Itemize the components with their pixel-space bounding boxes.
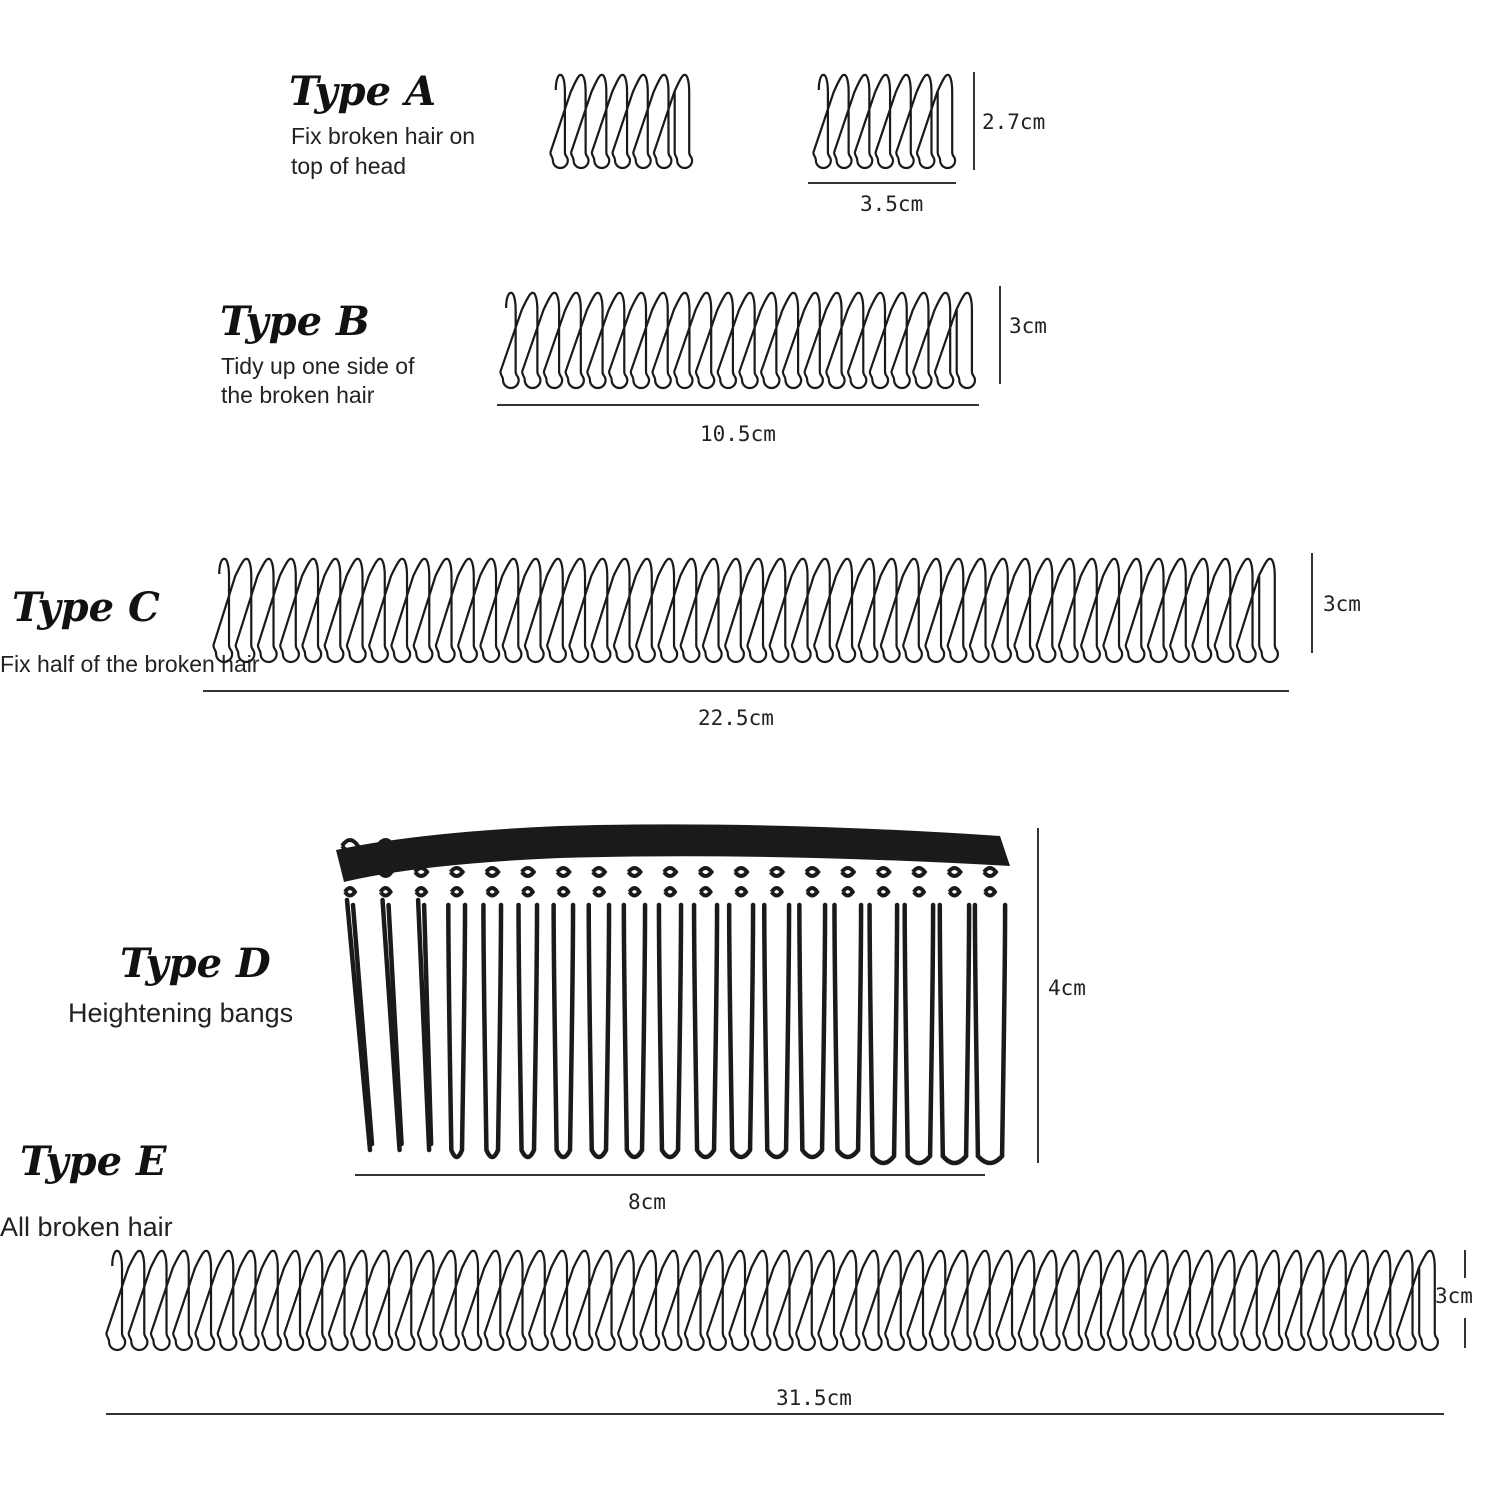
type-e-height-label: 3cm xyxy=(1435,1284,1473,1308)
type-e-height-line-top xyxy=(1464,1250,1466,1278)
type-c-height-label: 3cm xyxy=(1323,592,1361,616)
type-e-title: Type E xyxy=(20,1138,167,1185)
type-d-width-line xyxy=(355,1174,985,1176)
comb-spine xyxy=(336,824,1010,882)
type-b-width-label: 10.5cm xyxy=(700,422,776,446)
type-a-width-line xyxy=(808,182,956,184)
type-a-comb-measured xyxy=(812,73,957,170)
comb-tooth xyxy=(937,838,972,1166)
type-e-width-label: 31.5cm xyxy=(776,1386,852,1410)
type-a-width-label: 3.5cm xyxy=(860,192,924,216)
type-b-height-label: 3cm xyxy=(1009,314,1047,338)
type-e-comb xyxy=(105,1249,1439,1352)
comb-tooth xyxy=(902,838,936,1166)
comb-tooth xyxy=(411,838,434,1153)
type-a-height-label: 2.7cm xyxy=(982,110,1046,134)
type-b-height-line xyxy=(999,286,1001,384)
type-a-title: Type A xyxy=(289,68,436,115)
type-b-width-line xyxy=(497,404,979,406)
type-b-comb xyxy=(499,291,977,390)
comb-tooth xyxy=(586,838,612,1160)
type-a-description-line2: top of head xyxy=(291,153,407,179)
type-d-title: Type D xyxy=(120,940,271,987)
comb-tooth xyxy=(446,838,468,1160)
comb-tooth xyxy=(375,838,404,1153)
type-d-side-comb xyxy=(336,824,1010,1166)
type-c-width-line xyxy=(203,690,1289,692)
type-c-comb xyxy=(212,557,1279,664)
type-b-description-line2: the broken hair xyxy=(221,382,375,408)
type-e-description: All broken hair xyxy=(0,1212,173,1242)
comb-tooth xyxy=(726,838,756,1160)
comb-tooth xyxy=(762,838,792,1160)
comb-tooth xyxy=(691,838,720,1160)
type-b-description-line1: Tidy up one side of xyxy=(221,353,415,379)
comb-tooth xyxy=(867,838,900,1166)
type-c-width-label: 22.5cm xyxy=(698,706,774,730)
comb-tooth xyxy=(340,838,375,1153)
comb-wire xyxy=(105,1249,1439,1352)
type-a-height-line xyxy=(973,72,975,170)
type-b-title: Type B xyxy=(220,298,370,345)
type-c-title: Type C xyxy=(12,584,160,631)
comb-wire xyxy=(499,291,977,390)
type-d-width-label: 8cm xyxy=(628,1190,666,1214)
type-e-height-line-bottom xyxy=(1464,1318,1466,1348)
comb-wire xyxy=(212,557,1279,664)
type-a-description-line1: Fix broken hair on xyxy=(291,123,476,149)
type-d-description: Heightening bangs xyxy=(68,998,294,1028)
comb-tooth xyxy=(972,838,1008,1166)
comb-tooth xyxy=(516,838,540,1160)
comb-tooth xyxy=(481,838,504,1160)
comb-tooth xyxy=(832,838,864,1160)
type-a-comb-sample xyxy=(549,73,694,170)
type-d-height-label: 4cm xyxy=(1048,976,1086,1000)
comb-wire xyxy=(812,73,957,170)
comb-tooth xyxy=(797,838,828,1160)
type-e-width-line xyxy=(106,1413,1444,1415)
comb-wire xyxy=(549,73,694,170)
comb-tooth xyxy=(551,838,576,1160)
type-d-height-line xyxy=(1037,828,1039,1163)
comb-tooth xyxy=(621,838,648,1160)
comb-tooth xyxy=(656,838,684,1160)
type-c-height-line xyxy=(1311,553,1313,653)
